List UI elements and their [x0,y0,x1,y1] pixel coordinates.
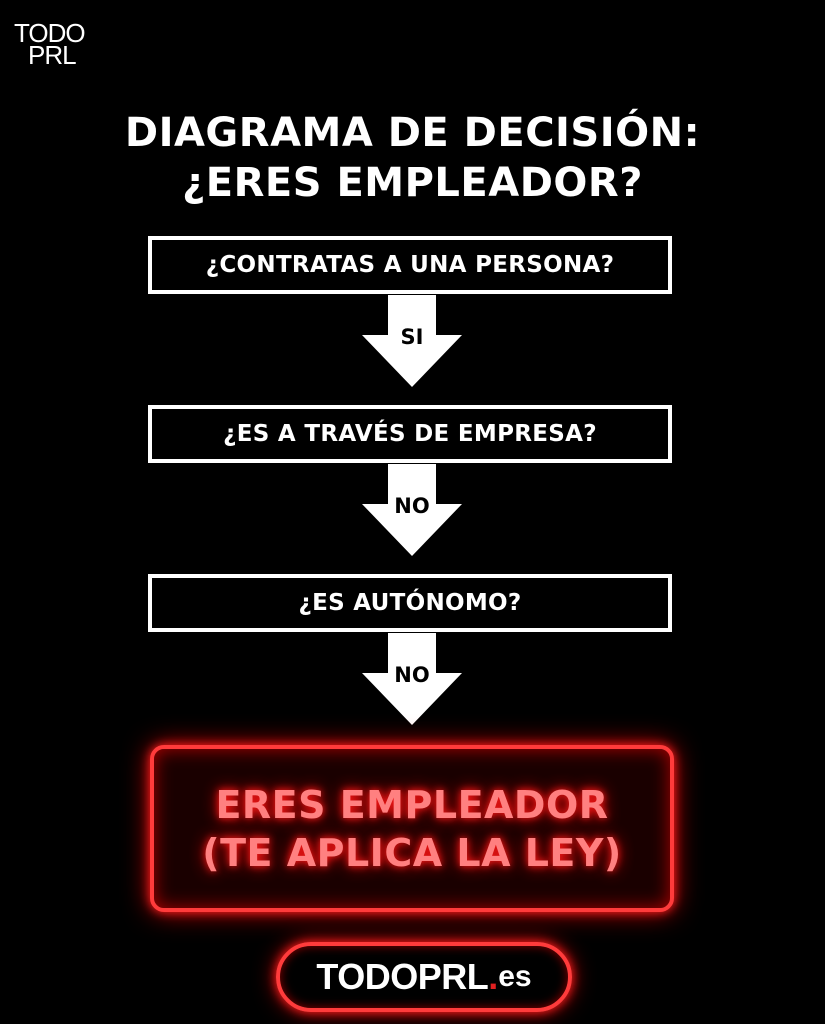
answer-label: SI [400,325,424,349]
todoprl-logo: TODO PRL [14,18,86,70]
question-text: ¿ES A TRAVÉS DE EMPRESA? [223,421,597,447]
brand-dot: . [488,956,499,997]
question-box-self-employed: ¿ES AUTÓNOMO? [148,574,672,632]
result-box-employer: ERES EMPLEADOR (TE APLICA LA LEY) [150,745,674,912]
arrow-down-icon [362,295,462,387]
question-text: ¿ES AUTÓNOMO? [298,590,522,616]
logo-line-2: PRL [28,40,77,70]
arrow-down-no: NO [362,464,462,556]
arrow-down-no: NO [362,633,462,725]
logo-line-1: TODO [14,18,86,48]
diagram-title: DIAGRAMA DE DECISIÓN: ¿ERES EMPLEADOR? [0,108,825,208]
question-text: ¿CONTRATAS A UNA PERSONA? [205,252,615,278]
answer-label: NO [394,494,430,518]
brand-tld: es [498,960,532,993]
arrow-down-icon [362,633,462,725]
result-line-2: (TE APLICA LA LEY) [202,830,622,875]
question-box-hire-person: ¿CONTRATAS A UNA PERSONA? [148,236,672,294]
arrow-down-icon [362,464,462,556]
brand-name: TODOPRL [316,956,489,997]
title-line-2: ¿ERES EMPLEADOR? [182,160,643,206]
title-line-1: DIAGRAMA DE DECISIÓN: [124,110,701,156]
result-line-1: ERES EMPLEADOR [215,782,609,827]
answer-label: NO [394,663,430,687]
question-box-through-company: ¿ES A TRAVÉS DE EMPRESA? [148,405,672,463]
arrow-down-si: SI [362,295,462,387]
brand-badge[interactable]: TODOPRL.es [276,942,572,1012]
